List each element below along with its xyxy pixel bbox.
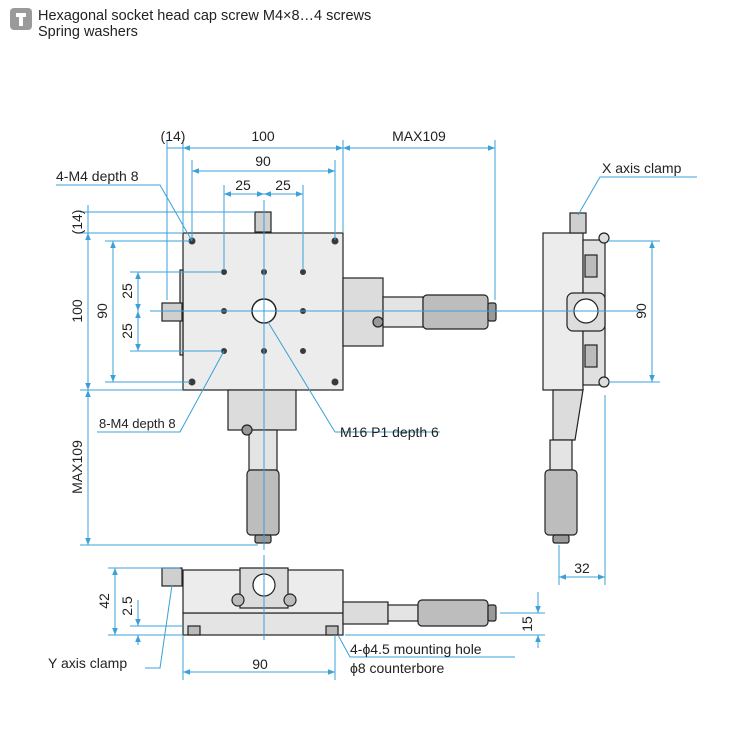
bottom-micrometer-thimble [246, 469, 280, 536]
side-corner-mark [598, 376, 610, 388]
side-block-top [584, 254, 598, 278]
dim-front-42: 42 [96, 593, 112, 609]
bottom-mount [227, 389, 297, 431]
side-micrometer-thimble [544, 469, 578, 536]
dim-left-90: 90 [94, 303, 110, 319]
corner-hole [331, 378, 339, 386]
callout-m4-depth: 4-M4 depth 8 [56, 168, 139, 184]
callout-m4-8: 8-M4 depth 8 [99, 416, 176, 431]
corner-hole [188, 378, 196, 386]
bottom-micrometer-body [248, 429, 278, 471]
front-screw-right [283, 593, 297, 607]
dim-side-90: 90 [633, 303, 649, 319]
corner-hole [331, 237, 339, 245]
dim-side-32: 32 [574, 560, 590, 576]
top-clamp-screw [254, 211, 272, 233]
side-block-bottom [584, 344, 598, 368]
front-counterbore-right [325, 625, 339, 636]
front-screw-left [231, 593, 245, 607]
right-micrometer-thimble [422, 294, 489, 330]
dim-pitch-right: 25 [275, 177, 291, 193]
dim-front-15: 15 [519, 616, 535, 632]
top-view [161, 211, 497, 544]
front-view-dimension-lines [108, 555, 545, 680]
side-micrometer-mount [552, 389, 584, 441]
callout-m16: M16 P1 depth 6 [340, 424, 439, 440]
m4-hole [300, 269, 306, 275]
front-micrometer-body [387, 604, 419, 622]
front-micrometer-tip [487, 604, 497, 622]
side-micrometer-body [549, 439, 573, 471]
left-clamp [161, 302, 183, 322]
dim-top-90: 90 [255, 153, 271, 169]
dim-left-100: 100 [69, 299, 85, 323]
side-clamp-screw [569, 212, 587, 234]
dim-left-offset: (14) [69, 210, 85, 235]
bottom-mount-screw [241, 424, 253, 436]
dim-max-right: MAX109 [392, 128, 446, 144]
screw-note-icon [10, 8, 32, 30]
front-micrometer-thimble [417, 599, 489, 627]
m4-hole [300, 348, 306, 354]
right-mount-screw [372, 316, 384, 328]
front-counterbore-left [187, 625, 201, 636]
dim-pitch-left: 25 [235, 177, 251, 193]
bottom-micrometer-tip [254, 534, 272, 544]
note-washers: Spring washers [38, 24, 138, 40]
dim-max-bottom: MAX109 [69, 440, 85, 494]
dim-front-2-5: 2.5 [119, 596, 135, 616]
side-view [542, 212, 610, 544]
note-screws: Hexagonal socket head cap screw M4×8…4 s… [38, 8, 372, 24]
m4-hole [221, 269, 227, 275]
side-view-dimension-lines [500, 176, 697, 585]
callout-y-clamp: Y axis clamp [48, 655, 127, 671]
top-view-dimension-lines [56, 140, 505, 550]
front-micrometer-mount [342, 601, 389, 625]
side-micrometer-tip [552, 534, 570, 544]
front-base [182, 612, 344, 636]
dim-left-pitch-top: 25 [119, 283, 135, 299]
callout-mount-hole: 4-ϕ4.5 mounting hole [350, 641, 482, 657]
right-micrometer-body [382, 296, 424, 328]
front-clamp-screw [161, 567, 183, 587]
callout-x-clamp: X axis clamp [602, 160, 682, 176]
dim-front-90: 90 [252, 656, 268, 672]
dim-left-pitch-bottom: 25 [119, 323, 135, 339]
top-view-holes [188, 237, 339, 386]
dim-top-offset: (14) [161, 128, 186, 144]
front-view [161, 567, 497, 636]
dim-top-100: 100 [251, 128, 275, 144]
dimension-labels: (14) 100 90 25 25 MAX109 4-M4 depth 8 X … [48, 128, 682, 676]
right-mount [342, 277, 384, 347]
right-micrometer-tip [487, 302, 497, 322]
callout-counterbore: ϕ8 counterbore [350, 660, 444, 676]
side-corner-mark [598, 232, 610, 244]
